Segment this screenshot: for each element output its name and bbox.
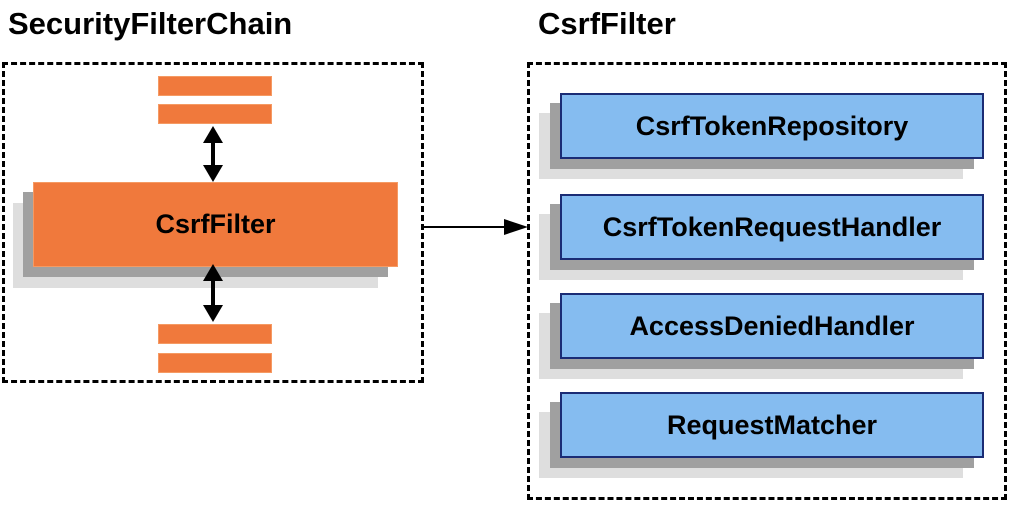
csrf-token-request-handler-box: CsrfTokenRequestHandler bbox=[560, 194, 984, 260]
csrf-token-repository-box: CsrfTokenRepository bbox=[560, 93, 984, 159]
csrf-filter-group bbox=[527, 62, 1007, 500]
filter-bar bbox=[158, 353, 272, 373]
csrf-filter-box: CsrfFilter bbox=[33, 182, 398, 267]
security-filter-chain-group bbox=[2, 62, 424, 383]
bidirectional-arrow-icon bbox=[203, 126, 223, 182]
filter-bar bbox=[158, 76, 272, 96]
request-matcher-box: RequestMatcher bbox=[560, 392, 984, 458]
flow-arrow-icon bbox=[424, 219, 528, 235]
filter-bar bbox=[158, 104, 272, 124]
bidirectional-arrow-icon bbox=[203, 264, 223, 322]
access-denied-handler-box: AccessDeniedHandler bbox=[560, 293, 984, 359]
csrf-filter-title: CsrfFilter bbox=[538, 6, 676, 41]
filter-bar bbox=[158, 324, 272, 344]
security-filter-chain-title: SecurityFilterChain bbox=[8, 6, 293, 41]
